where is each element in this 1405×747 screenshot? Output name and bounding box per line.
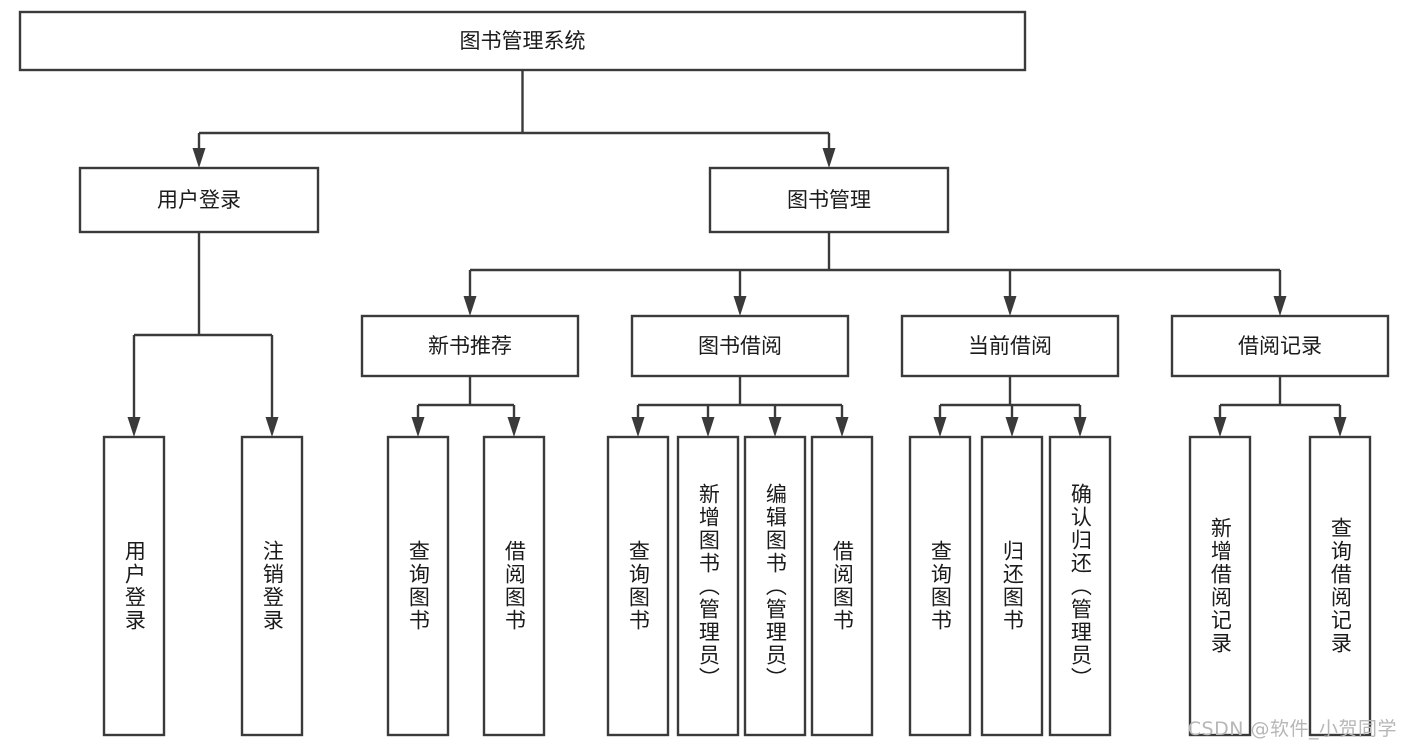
arrow-head-icon — [127, 417, 141, 437]
node-box-leaf-borrow-book[interactable] — [810, 435, 874, 737]
arrow-head-icon — [835, 417, 849, 437]
connector-c-record-bus — [1213, 376, 1347, 437]
node-box-borrow-record[interactable] — [1170, 314, 1390, 378]
connector-c-borrow-bus — [631, 376, 849, 437]
node-box-leaf-add-book-admin[interactable] — [676, 435, 740, 737]
node-box-leaf-query-book[interactable] — [606, 435, 670, 737]
node-label-borrow-record: 借阅记录 — [1238, 334, 1322, 358]
connector-c-user-login-bus — [127, 232, 279, 437]
arrow-head-icon — [768, 417, 782, 437]
node-box-leaf-edit-book-admin[interactable] — [743, 435, 807, 737]
node-box-leaf-add-borrow-record[interactable] — [1188, 435, 1252, 737]
connector-c-current-bus — [933, 376, 1087, 437]
node-label-new-book-recommend: 新书推荐 — [428, 334, 512, 358]
node-label-current-borrow: 当前借阅 — [968, 334, 1052, 358]
node-box-leaf-confirm-return-admin[interactable] — [1048, 435, 1112, 737]
node-box-user-login[interactable] — [78, 166, 320, 234]
node-box-leaf-user-login[interactable] — [102, 435, 166, 737]
arrow-head-icon — [701, 417, 715, 437]
arrow-head-icon — [463, 296, 477, 316]
node-box-book-borrow[interactable] — [630, 314, 850, 378]
node-box-leaf-query-book-cur[interactable] — [908, 435, 972, 737]
arrow-head-icon — [1333, 417, 1347, 437]
arrow-head-icon — [1073, 417, 1087, 437]
connector-c-root-bus — [192, 70, 836, 168]
watermark-text: CSDN @软件_小贺同学 — [1187, 718, 1397, 740]
node-box-leaf-return-book[interactable] — [980, 435, 1044, 737]
node-label-user-login: 用户登录 — [157, 188, 241, 212]
node-boxes-layer — [18, 10, 1390, 737]
node-box-leaf-logout[interactable] — [240, 435, 304, 737]
arrow-head-icon — [1005, 417, 1019, 437]
arrow-head-icon — [411, 417, 425, 437]
node-box-leaf-query-book-rec[interactable] — [386, 435, 450, 737]
node-box-new-book-recommend[interactable] — [360, 314, 580, 378]
arrow-head-icon — [933, 417, 947, 437]
connector-c-book-manage-bus — [463, 232, 1287, 316]
node-label-book-borrow: 图书借阅 — [698, 334, 782, 358]
node-box-root[interactable] — [18, 10, 1027, 72]
arrow-head-icon — [1213, 417, 1227, 437]
node-box-current-borrow[interactable] — [900, 314, 1120, 378]
connectors-layer — [127, 70, 1347, 437]
node-box-leaf-borrow-book-rec[interactable] — [482, 435, 546, 737]
arrow-head-icon — [631, 417, 645, 437]
node-label-root: 图书管理系统 — [460, 29, 586, 53]
arrow-head-icon — [1273, 296, 1287, 316]
node-label-book-manage: 图书管理 — [787, 188, 871, 212]
arrow-head-icon — [507, 417, 521, 437]
arrow-head-icon — [822, 148, 836, 168]
connector-c-rec-bus — [411, 376, 521, 437]
node-box-book-manage[interactable] — [708, 166, 950, 234]
arrow-head-icon — [265, 417, 279, 437]
arrow-head-icon — [192, 148, 206, 168]
arrow-head-icon — [733, 296, 747, 316]
arrow-head-icon — [1003, 296, 1017, 316]
node-box-leaf-query-borrow-record[interactable] — [1308, 435, 1372, 737]
